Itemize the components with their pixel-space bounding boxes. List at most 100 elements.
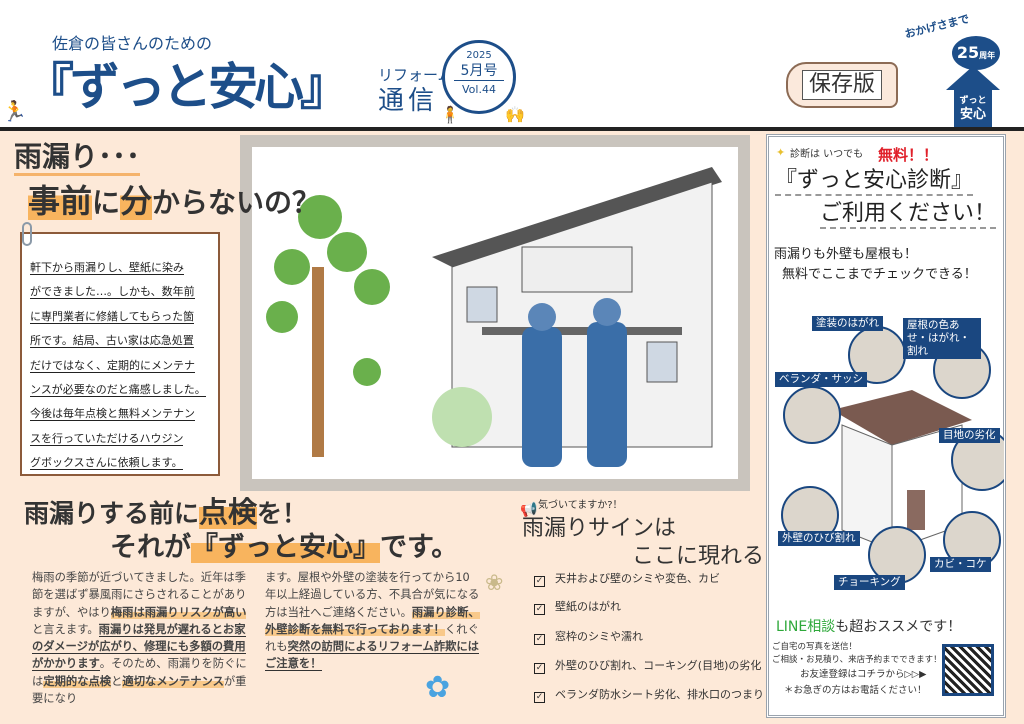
newsletter-title: 『ずっと安心』 bbox=[24, 58, 350, 116]
running-figure-icon: 🏃 bbox=[2, 99, 27, 123]
signs-heading-2: ここに現れる! bbox=[632, 544, 773, 569]
flower-outline-icon: ❀ bbox=[485, 571, 504, 596]
article-heading-1: 雨漏りする前に点検を！ bbox=[24, 495, 308, 530]
text: 点検 bbox=[199, 495, 258, 529]
article-left-column: 梅雨の季節が近づいてきました。近年は季節を選ばず暴風雨にさらされることがあります… bbox=[32, 569, 254, 707]
text: 梅雨の季節が近づいてきました。近年は季節を選ばず暴風雨にさらされることがあります… bbox=[32, 571, 247, 619]
house-logo-icon bbox=[946, 66, 1000, 128]
text: 適切なメンテナンス bbox=[122, 674, 224, 688]
paperclip-icon bbox=[22, 222, 32, 246]
text: それが bbox=[110, 532, 191, 563]
reform-label: リフォーム bbox=[378, 66, 453, 84]
newsletter-subtitle: 佐倉の皆さんのための bbox=[52, 34, 213, 53]
sparkle-icon: ✦ bbox=[776, 146, 786, 159]
check-point-tag: ベランダ・サッシ bbox=[775, 372, 867, 387]
text: 今後は毎年点検と無料メンテナン bbox=[30, 407, 195, 422]
note-line: 所です。結局、古い家は応急処置 bbox=[30, 329, 214, 353]
text: も超おススメです！ bbox=[835, 619, 962, 635]
line-register-link[interactable]: お友達登録はコチラから▷▷▶ bbox=[800, 669, 927, 680]
signs-heading-1: 雨漏りサインは bbox=[522, 516, 677, 541]
intro-heading-2: 事前に分からないの？ bbox=[28, 182, 320, 222]
text: からないの？ bbox=[152, 186, 321, 219]
text: 分 bbox=[120, 182, 153, 220]
sign-item-label: 天井および壁のシミや変色、カビ bbox=[555, 572, 720, 585]
text: と言えます。 bbox=[32, 622, 99, 636]
text: 雨漏りする前に bbox=[24, 499, 200, 528]
checkbox-checked-icon: ✓ bbox=[534, 663, 545, 674]
sign-checklist-item: ✓ベランダ防水シート劣化、排水口のつまり bbox=[534, 688, 764, 703]
check-point-tag: 塗装のはがれ bbox=[812, 316, 883, 331]
tsushin-label: 通信 bbox=[378, 86, 439, 116]
panel-lead-1: 雨漏りも外壁も屋根も！ bbox=[774, 247, 918, 262]
check-point-tag: チョーキング bbox=[834, 575, 905, 590]
flower-icon: ✿ bbox=[425, 670, 451, 705]
sign-item-label: 壁紙のはがれ bbox=[555, 600, 621, 613]
check-point-tag: 外壁のひび割れ bbox=[778, 531, 860, 546]
text: スを行っていただけるハウジン bbox=[30, 431, 184, 446]
note-line: 今後は毎年点検と無料メンテナン bbox=[30, 402, 214, 426]
text: を！ bbox=[257, 499, 308, 528]
note-line: ができました…。しかも、数年前 bbox=[30, 280, 214, 304]
sign-item-label: 窓枠のシミや濡れ bbox=[555, 630, 643, 643]
text: 梅雨は雨漏りリスクが高い bbox=[110, 605, 247, 619]
illustration-frame bbox=[240, 135, 750, 491]
line-consult-heading: LINE相談も超おススメです！ bbox=[776, 618, 961, 636]
house-tree-workers-illustration bbox=[266, 167, 722, 467]
text: 突然の訪問によるリフォーム詐欺にはご注意を！ bbox=[265, 640, 479, 672]
text: です。 bbox=[380, 532, 459, 563]
text: くれぐれも bbox=[265, 622, 479, 654]
note-line: ンスが必要なのだと痛感しました。 bbox=[30, 378, 214, 402]
panel-small-text: 診断は いつでも bbox=[790, 149, 864, 160]
line-urgent-text: ＊お急ぎの方はお電話ください！ bbox=[784, 685, 927, 696]
text: ができました…。しかも、数年前 bbox=[30, 285, 195, 300]
panel-title-2: ご利用ください！ bbox=[820, 201, 997, 229]
testimonial-note: 軒下から雨漏りし、壁紙に染みができました…。しかも、数年前に専門業者に修繕しても… bbox=[20, 232, 220, 476]
note-line: に専門業者に修繕してもらった箇 bbox=[30, 305, 214, 329]
line-qr-code[interactable] bbox=[942, 644, 994, 696]
house-logo-text: ずっと 安心 bbox=[946, 94, 1000, 122]
article-right-column: ます。屋根や外壁の塗装を行ってから10年以上経過している方、不具合が気になる方は… bbox=[265, 569, 480, 673]
panel-free-text: 無料！！ bbox=[878, 146, 939, 164]
cheering-figures-icon: 🙌 bbox=[505, 105, 525, 124]
sign-checklist-item: ✓ 壁紙のはがれ bbox=[534, 600, 621, 615]
text: に専門業者に修繕してもらった箇 bbox=[30, 309, 195, 324]
balloon-figure-icon: 🧍 bbox=[440, 105, 460, 124]
house-logo-line1: ずっと bbox=[959, 96, 987, 106]
text: 事前 bbox=[28, 182, 93, 220]
text: 軒下から雨漏りし、壁紙に染み bbox=[30, 261, 184, 275]
text: に bbox=[92, 186, 121, 219]
text: 定期的な点検 bbox=[43, 674, 112, 688]
text: だけではなく、定期的にメンテナ bbox=[30, 358, 195, 373]
text: LINE相談 bbox=[776, 619, 836, 635]
text: ンスが必要なのだと痛感しました。 bbox=[30, 383, 206, 398]
sign-checklist-item: ✓ 窓枠のシミや濡れ bbox=[534, 630, 643, 645]
sign-item-label: ベランダ防水シート劣化、排水口のつまり bbox=[555, 688, 764, 701]
text: ます。屋根や外壁の塗装を行ってから10年以上経過している方、不具合が気になる方は… bbox=[265, 571, 480, 619]
checkbox-checked-icon: ✓ bbox=[534, 576, 545, 587]
text: と bbox=[111, 674, 123, 688]
house-logo-line2: 安心 bbox=[959, 107, 986, 122]
text: 所です。結局、古い家は応急処置 bbox=[30, 334, 194, 349]
line-text-1: ご自宅の写真を送信！ bbox=[772, 642, 858, 652]
house-check-diagram: svg[data-name=house-check-diagram] circl… bbox=[781, 326, 1004, 584]
header-divider bbox=[0, 127, 1024, 131]
sign-item-label: 外壁のひび割れ、コーキング(目地)の劣化 bbox=[555, 659, 762, 672]
anniversary-unit: 周年 bbox=[979, 51, 996, 60]
note-line: グボックスさんに依頼します。 bbox=[30, 451, 214, 474]
megaphone-icon: 📢 bbox=[520, 502, 538, 518]
sign-checklist-item: ✓ 外壁のひび割れ、コーキング(目地)の劣化 bbox=[534, 659, 761, 674]
issue-month: 5月号 bbox=[454, 62, 504, 81]
checkbox-checked-icon: ✓ bbox=[534, 634, 545, 645]
checkbox-checked-icon: ✓ bbox=[534, 604, 545, 615]
text: グボックスさんに依頼します。 bbox=[30, 456, 183, 471]
issue-year: 2025 bbox=[466, 50, 492, 61]
note-line: 軒下から雨漏りし、壁紙に染み bbox=[30, 256, 214, 280]
house-inspection-illustration bbox=[252, 147, 738, 479]
article-heading-2: それが『ずっと安心』です。 bbox=[110, 531, 458, 565]
intro-heading-1: 雨漏り･･･ bbox=[14, 140, 141, 176]
check-point-tag: カビ・コケ bbox=[930, 557, 991, 572]
anniversary-number: 25 bbox=[956, 43, 980, 62]
text: 『ずっと安心』 bbox=[191, 532, 380, 563]
issue-volume: Vol.44 bbox=[462, 83, 496, 96]
text: 。そのため、雨漏りを防ぐには bbox=[32, 657, 247, 688]
